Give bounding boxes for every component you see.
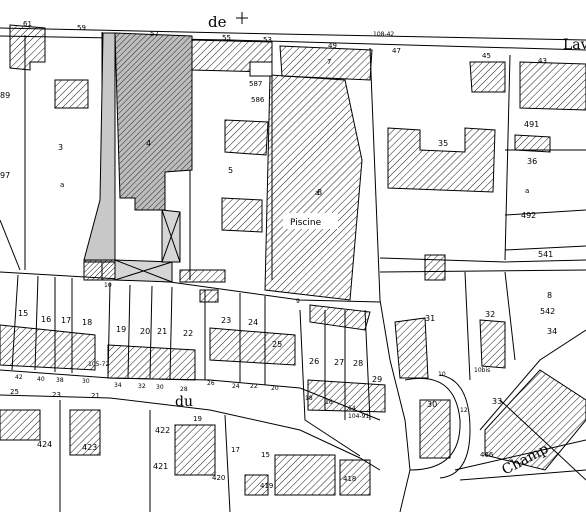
parcel-number: 419 (260, 482, 273, 490)
parcel-number: 21 (91, 392, 100, 400)
parcel-number: 418 (343, 475, 356, 483)
parcel-number: 28 (180, 386, 188, 393)
parcel-number: 32 (138, 383, 146, 390)
survey-cross-icon (236, 12, 248, 24)
parcel-number: 16 (41, 315, 51, 324)
parcel-number: a (60, 181, 64, 189)
parcel-number: 420 (212, 474, 225, 482)
parcel-number: 61 (23, 20, 32, 28)
parcel-number: 18 (82, 318, 92, 327)
parcel-number: 22 (250, 383, 258, 390)
parcel-number: 25 (10, 388, 19, 396)
parcel-number: 59 (77, 24, 86, 32)
parcel-number: 34 (114, 382, 122, 389)
parcel-number: 8 (317, 188, 322, 197)
parcel-number: a (525, 187, 529, 195)
parcel-number: 3 (58, 143, 63, 152)
parcel-number: 15 (18, 309, 28, 318)
parcel-number: 586 (251, 96, 265, 104)
parcel-number: 19 (116, 325, 126, 334)
parcel-number: 10 (438, 371, 446, 378)
parcel-number: 45 (482, 52, 491, 60)
parcel-number: 19 (193, 415, 202, 423)
parcel-number: 30 (82, 378, 90, 385)
parcel-number: 23 (221, 316, 231, 325)
parcel-number: 20 (271, 385, 279, 392)
parcel-number: 423 (82, 443, 97, 452)
parcel-number: 21 (157, 327, 167, 336)
parcel-number: 421 (153, 462, 168, 471)
parcel-number: 9 (296, 298, 300, 305)
parcel-number: 49 (328, 42, 337, 50)
parcel-number: 541 (538, 250, 553, 259)
parcel-number: 542 (540, 307, 555, 316)
parcel-number: 104-91 (348, 413, 369, 420)
parcel-number: 15 (261, 451, 270, 459)
parcel-number: 42 (15, 374, 23, 381)
parcel-number: 26 (207, 380, 215, 387)
parcel-number: 466 (480, 451, 494, 459)
parcel-number: 17 (231, 446, 240, 454)
building-label-piscine: Piscine (290, 218, 322, 228)
parcel-number: 424 (37, 440, 52, 449)
parcel-number: 4 (146, 139, 151, 148)
parcel-number: 492 (521, 211, 536, 220)
buildings (0, 24, 586, 496)
parcel-number: 17 (61, 316, 71, 325)
parcel-number: 24 (248, 318, 258, 327)
parcel-number: 34 (547, 327, 557, 336)
parcel-number: 27 (334, 358, 344, 367)
parcel-number: 26 (309, 357, 319, 366)
parcel-number: 32 (485, 310, 495, 319)
parcel-number: 18 (305, 395, 313, 402)
parcel-number: 108-42 (373, 31, 394, 38)
parcel-number: 38 (56, 377, 64, 384)
parcel-number: 47 (392, 47, 401, 55)
parcel-number: 28 (353, 359, 363, 368)
parcel-number: 10bis (474, 367, 490, 374)
parcel-number: 14 (348, 405, 356, 412)
parcel-number: 16 (325, 399, 333, 406)
parcel-number: 97 (0, 171, 10, 180)
parcel-number: 5 (228, 166, 233, 175)
parcel-number: 10 (104, 282, 112, 289)
parcel-number: a (315, 189, 319, 197)
street-name-middle: du (175, 394, 193, 410)
street-name-top-right: Lav (563, 37, 586, 53)
parcel-number: 20 (140, 327, 150, 336)
parcel-number: 105-72 (88, 361, 109, 368)
parcel-number: 53 (263, 36, 272, 44)
parcel-number: 29 (372, 375, 382, 384)
parcel-number: 22 (183, 329, 193, 338)
parcel-number: 587 (249, 80, 262, 88)
parcel-number: 43 (538, 57, 547, 65)
parcel-number: 35 (438, 139, 448, 148)
parcel-number: 25 (272, 340, 282, 349)
parcel-number: 31 (425, 314, 435, 323)
parcel-number: 12 (460, 407, 468, 414)
parcel-number: 30 (427, 400, 437, 409)
parcel-number: 422 (155, 426, 170, 435)
parcel-number: 23 (52, 391, 61, 399)
parcel-number: 7 (327, 58, 331, 66)
parcel-number: 89 (0, 91, 10, 100)
parcel-number: 491 (524, 120, 539, 129)
street-name-top-left: de (208, 13, 227, 31)
parcel-number: 55 (222, 34, 231, 42)
parcel-number: 30 (156, 384, 164, 391)
parcel-number: 8 (547, 291, 552, 300)
parcel-number: 40 (37, 376, 45, 383)
parcel-number: 57 (150, 30, 159, 38)
parcel-number: 24 (232, 383, 240, 390)
parcel-number: 33 (492, 397, 502, 406)
parcel-number: 36 (527, 157, 537, 166)
